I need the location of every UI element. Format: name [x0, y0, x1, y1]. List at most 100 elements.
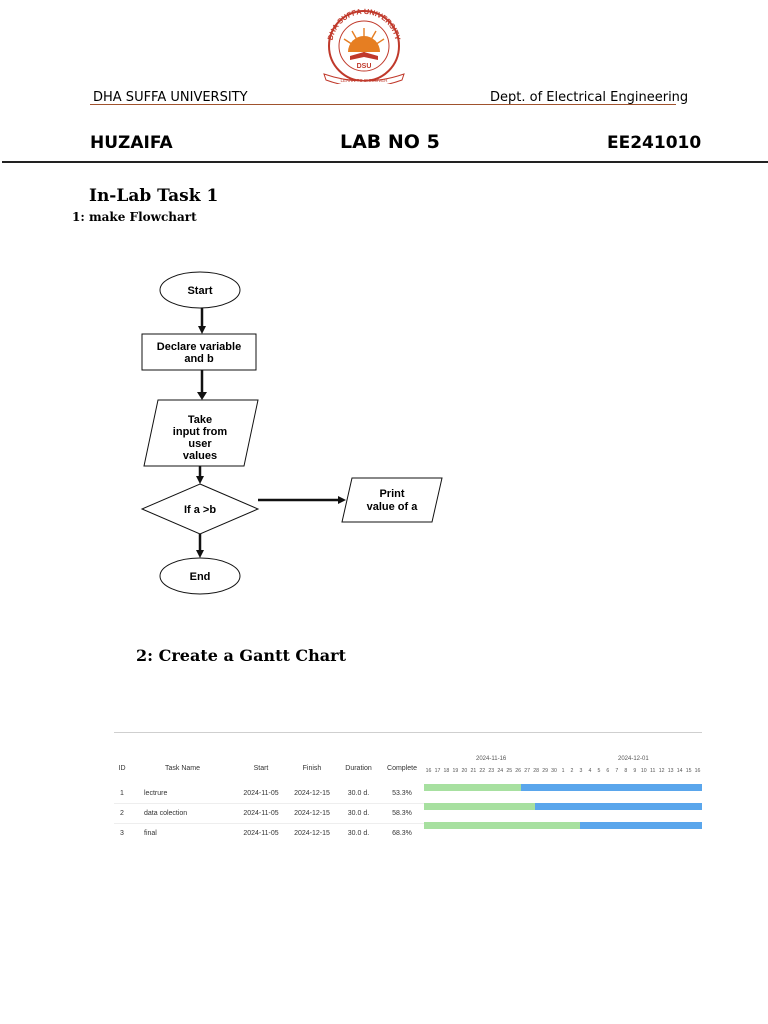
timeline-day: 1 [561, 768, 565, 774]
row-id: 3 [114, 823, 130, 843]
timeline-day: 22 [479, 768, 486, 774]
timeline-day: 15 [685, 768, 692, 774]
arrowhead [197, 392, 207, 400]
declare-label-2: and b [184, 353, 214, 365]
gantt-top-rule [114, 732, 702, 733]
timeline-day: 16 [694, 768, 701, 774]
col-id: ID [118, 764, 126, 772]
timeline-day: 4 [588, 768, 592, 774]
start-label: Start [187, 285, 212, 297]
sun-icon [343, 28, 385, 53]
timeline-day: 5 [597, 768, 601, 774]
header-rule [90, 104, 676, 105]
timeline-day: 25 [506, 768, 513, 774]
gantt-bar-progress [424, 784, 522, 791]
row-finish: 2024-12-15 [294, 790, 330, 797]
row-task-name: data colection [130, 803, 235, 824]
row-start: 2024-11-05 [235, 823, 287, 843]
print-label-1: Print [379, 488, 404, 500]
table-row[interactable]: 1 lectrure 2024-11-05 2024-12-15 30.0 d.… [114, 784, 424, 804]
timeline-day: 9 [633, 768, 637, 774]
input-node [143, 399, 259, 467]
col-task-name: Task Name [164, 764, 200, 772]
timeline-day: 11 [650, 768, 656, 774]
logo-ribbon [323, 73, 405, 84]
gantt-bar-progress [424, 822, 580, 829]
row-id: 1 [120, 790, 124, 797]
input-label-2: input from [173, 426, 228, 438]
declare-node [141, 333, 257, 371]
task-subtitle: 1: make Flowchart [72, 210, 197, 224]
gantt-section-title: 2: Create a Gantt Chart [136, 646, 346, 665]
timeline-date-label: 2024-12-01 [618, 756, 649, 762]
decision-label: If a >b [184, 504, 216, 516]
arrowhead [198, 326, 206, 334]
timeline-day: 13 [667, 768, 674, 774]
input-label-3: user [188, 438, 212, 450]
table-header-row: ID Task Name Start Finish Duration Compl… [114, 752, 424, 784]
input-label-4: values [183, 450, 217, 462]
timeline-day: 29 [542, 768, 548, 774]
row-duration: 30.0 d. [337, 803, 380, 824]
timeline-day: 19 [452, 768, 459, 774]
gantt-chart: ID Task Name Start Finish Duration Compl… [114, 732, 702, 852]
lab-number: LAB NO 5 [340, 131, 440, 153]
timeline-day: 27 [524, 768, 531, 774]
row-finish: 2024-12-15 [287, 823, 337, 843]
timeline-day: 28 [533, 768, 539, 774]
timeline-day: 2 [570, 768, 574, 774]
department-name: Dept. of Electrical Engineering [490, 90, 689, 105]
row-complete: 53.3% [392, 790, 412, 797]
book-icon [350, 52, 378, 60]
declare-label-1: Declare variable [157, 341, 241, 353]
col-complete: Complete [387, 764, 417, 772]
print-label-2: value of a [367, 501, 419, 513]
row-finish: 2024-12-15 [287, 803, 337, 824]
timeline-day: 30 [551, 768, 557, 774]
timeline-day: 20 [461, 768, 468, 774]
gantt-bar[interactable] [424, 803, 702, 810]
row-duration: 30.0 d. [337, 823, 380, 843]
row-duration: 30.0 d. [347, 790, 370, 797]
table-row[interactable]: 2 data colection 2024-11-05 2024-12-15 3… [114, 803, 424, 824]
row-start: 2024-11-05 [243, 790, 279, 797]
roll-number: EE241010 [607, 133, 702, 153]
gantt-table: ID Task Name Start Finish Duration Compl… [114, 752, 424, 843]
col-start: Start [253, 764, 269, 772]
flowchart: Start Declare variable and b Take input … [140, 271, 443, 595]
row-start: 2024-11-05 [235, 803, 287, 824]
task-title: In-Lab Task 1 [89, 186, 219, 206]
row-complete: 68.3% [380, 823, 424, 843]
timeline-day: 23 [488, 768, 495, 774]
table-row[interactable]: 3 final 2024-11-05 2024-12-15 30.0 d. 68… [114, 823, 424, 843]
row-task-name: lectrure [144, 790, 168, 797]
row-task-name: final [130, 823, 235, 843]
start-node [159, 271, 241, 309]
row-id: 2 [114, 803, 130, 824]
col-finish: Finish [302, 764, 322, 772]
print-node [341, 477, 443, 523]
arrowhead [196, 550, 204, 558]
timeline-date-label: 2024-11-16 [476, 756, 507, 762]
timeline-day: 16 [425, 768, 432, 774]
university-name: DHA SUFFA UNIVERSITY [93, 90, 248, 105]
divider [2, 161, 768, 163]
gantt-bar[interactable] [424, 822, 702, 829]
gantt-bar-progress [424, 803, 536, 810]
arrowhead [338, 496, 346, 504]
timeline-day: 12 [658, 768, 665, 774]
arrowhead [196, 476, 204, 484]
timeline-day: 24 [497, 768, 504, 774]
timeline-day: 18 [443, 768, 450, 774]
gantt-bar[interactable] [424, 784, 702, 791]
timeline-day: 6 [606, 768, 610, 774]
timeline-day: 17 [434, 768, 441, 774]
university-logo: DHA SUFFA UNIVERSITY DSU LEARN TO DISCOV… [323, 7, 405, 84]
logo-abbrev: DSU [357, 63, 372, 70]
col-duration: Duration [345, 764, 372, 772]
timeline-day: 3 [579, 768, 583, 774]
end-label: End [190, 571, 211, 583]
logo-motto: LEARN TO DISCOVER [340, 78, 388, 83]
